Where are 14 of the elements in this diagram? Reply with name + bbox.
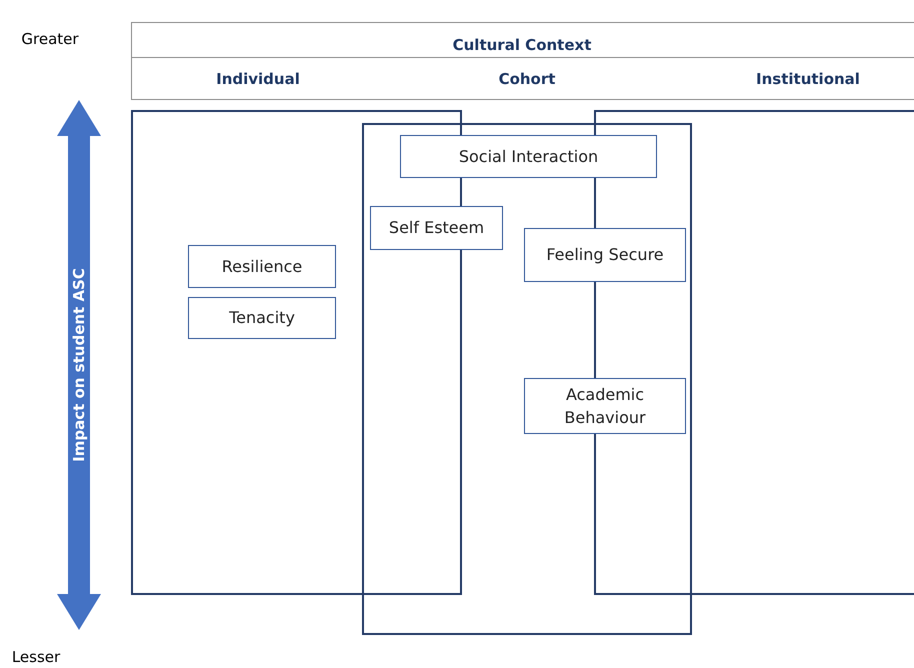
concept-box: Resilience: [188, 245, 336, 288]
header-cell: Cultural Context: [452, 36, 592, 54]
concept-box: Self Esteem: [370, 206, 503, 250]
region-outline: [362, 123, 692, 635]
header-cell: Institutional: [756, 70, 860, 88]
concept-box: Social Interaction: [400, 135, 657, 178]
axis-label: Impact on student ASC: [70, 268, 88, 462]
scale-label: Lesser: [12, 648, 60, 666]
concept-box: Feeling Secure: [524, 228, 686, 282]
header-cell: Cohort: [498, 70, 556, 88]
concept-box: Tenacity: [188, 297, 336, 339]
scale-label: Greater: [21, 30, 79, 48]
concept-box: Academic Behaviour: [524, 378, 686, 434]
header-cell: Individual: [216, 70, 300, 88]
